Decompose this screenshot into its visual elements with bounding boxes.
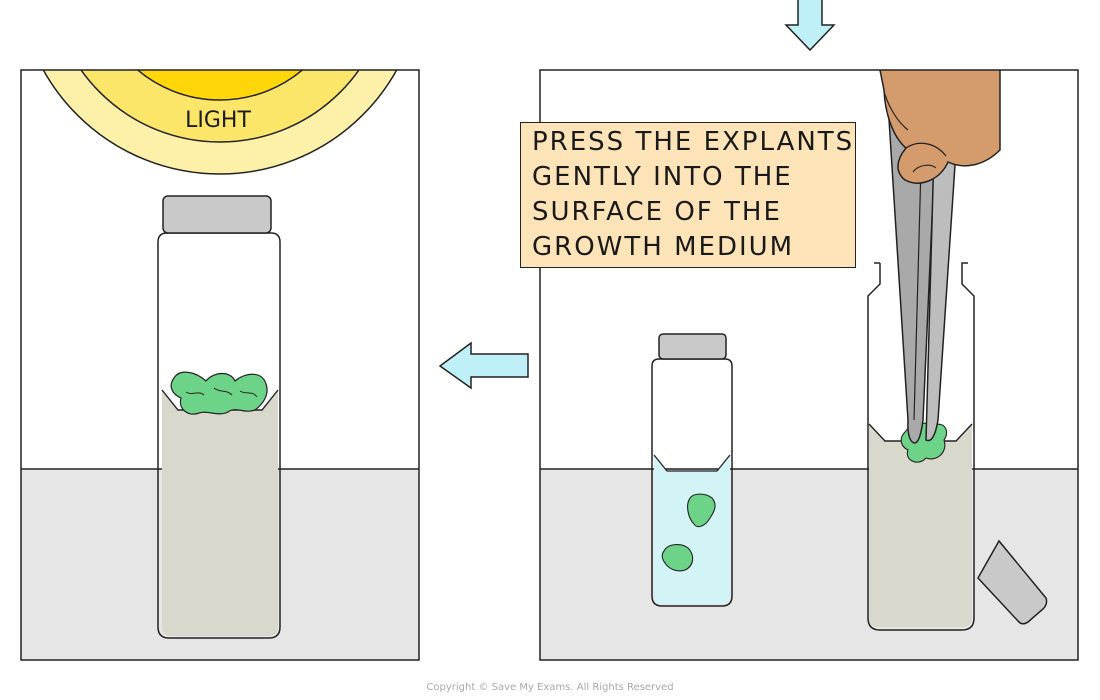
arrow-down-icon <box>784 0 836 52</box>
instruction-line-1: PRESS THE EXPLANTS <box>532 127 855 157</box>
light-label: LIGHT <box>185 108 251 133</box>
growth-medium-left <box>162 390 278 636</box>
bottle-cap <box>658 333 727 360</box>
bottle-outline <box>651 358 733 607</box>
hand-icon <box>879 70 1001 184</box>
copyright-notice: Copyright © Save My Exams. All Rights Re… <box>426 682 674 693</box>
liquid-surface <box>653 454 731 472</box>
vessel-outline-right <box>867 262 975 631</box>
instruction-line-4: GROWTH MEDIUM <box>532 232 795 262</box>
vessel-outline-left <box>157 232 281 639</box>
vessel-cap-left <box>162 195 272 234</box>
removed-vessel-cap <box>977 539 1048 625</box>
bottle-liquid <box>654 455 730 604</box>
right-panel-border <box>539 69 1079 661</box>
left-panel: LIGHT <box>20 69 420 661</box>
culture-vessel-left <box>157 195 281 639</box>
instruction-label: PRESS THE EXPLANTS GENTLY INTO THE SURFA… <box>520 122 856 268</box>
instruction-line-3: SURFACE OF THE <box>532 197 782 227</box>
explant-piece-2 <box>661 544 694 572</box>
light-source-icon <box>42 70 398 175</box>
left-panel-border <box>20 69 420 661</box>
instruction-line-2: GENTLY INTO THE <box>532 162 793 192</box>
explant-bottle <box>651 333 733 607</box>
culture-vessel-right <box>867 262 975 631</box>
explant-cluster-left <box>170 371 268 415</box>
growth-medium-right <box>869 424 972 627</box>
explant-piece-1 <box>687 493 716 528</box>
arrow-left-icon <box>438 341 529 390</box>
